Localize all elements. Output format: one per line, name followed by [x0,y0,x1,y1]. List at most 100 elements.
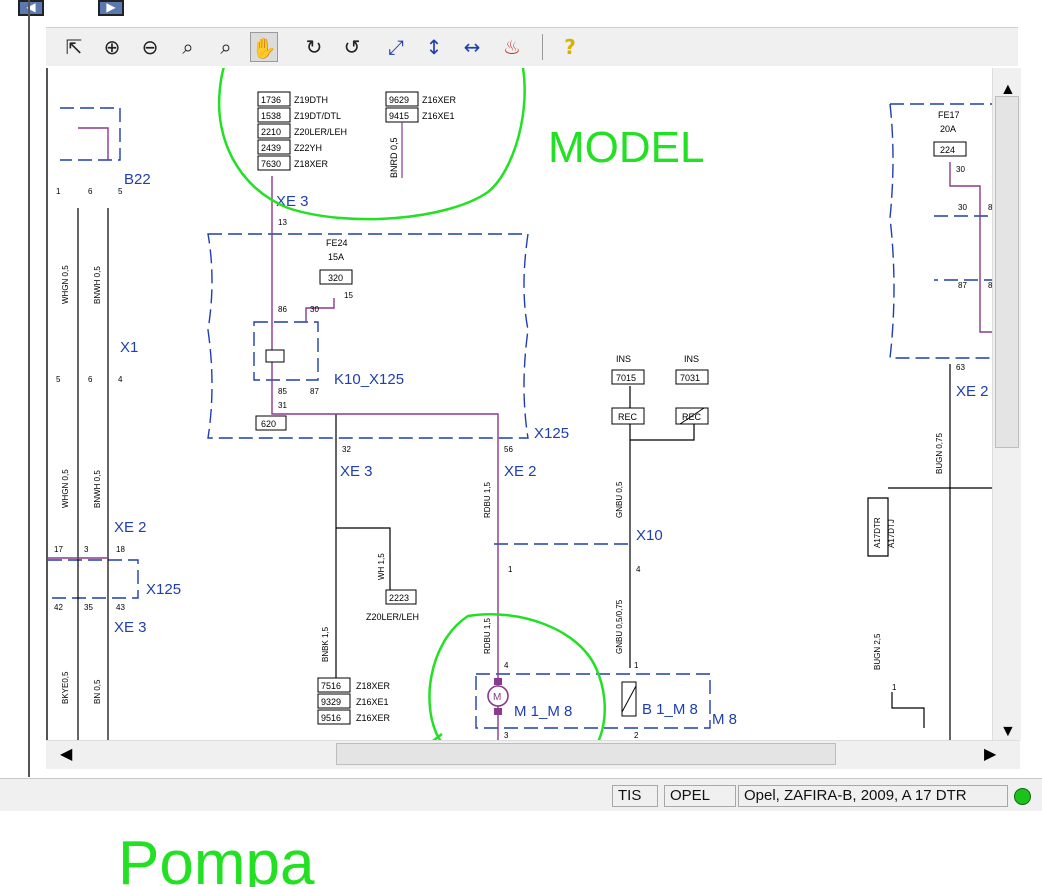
wire-label: BUGN 0,75 [935,433,944,474]
forward-arrow-button[interactable]: ▶ [98,0,124,16]
connector-label-xe3-top: XE 3 [276,193,309,210]
box-620-value: 620 [261,419,276,429]
motor-symbol [487,685,509,707]
model-code: 1736 [261,95,281,105]
status-source: TIS [612,785,658,807]
connector-label-xe2-left: XE 2 [114,519,147,536]
model-code: 2439 [261,143,281,153]
motor-letter: M [493,692,501,703]
wire-purple-b22 [78,127,109,160]
wire-gnbu-rec [630,424,695,441]
rec-label-2: REC [682,412,702,422]
fit-height-icon[interactable]: ↕ [425,35,443,59]
wire-label: GNBU 0,5/0,75 [615,599,624,654]
wire-label: BNWH 0,5 [93,266,102,304]
model-engine: Z20LER/LEH [294,127,347,137]
highlight-icon[interactable]: ♨ [503,35,521,59]
wire-label: GNBU 0,5 [615,481,624,518]
scroll-right-icon[interactable]: ▶ [984,746,997,763]
status-bar: TIS OPEL Opel, ZAFIRA-B, 2009, A 17 DTR [0,778,1042,811]
pin: 31 [278,401,287,410]
arrow-left-icon: ◀ [26,0,36,14]
pin: 17 [54,545,63,554]
zoom-out-icon[interactable]: ⊖ [141,35,159,59]
wire-label-bnrd: BNRD 0,5 [389,137,399,178]
scroll-left-icon[interactable]: ◀ [60,746,73,763]
pan-hand-icon[interactable]: ✋ [250,32,278,62]
wire-purple-fuse [305,298,335,322]
model-engine: Z19DT/DTL [294,111,341,121]
relay-dashed-outline [253,321,319,381]
bottom-code: 9516 [321,713,341,723]
pin: 30 [956,165,965,174]
model-table-left [257,91,291,171]
rotate-right-icon[interactable]: ↻ [305,35,323,59]
scroll-up-icon[interactable]: ▲ [1000,81,1016,98]
bottom-engine: Z16XE1 [356,697,389,707]
model-engine: Z16XER [422,95,457,105]
pin: 87 [310,387,319,396]
pin: 1 [508,565,513,574]
wire-purple-right [949,162,994,333]
model-code: 2210 [261,127,281,137]
annotation-model: MODEL [548,123,704,172]
annotation-pompa: Pompa [118,829,315,887]
connector-label-xe3-mid: XE 3 [340,463,373,480]
horizontal-scrollbar[interactable]: ◀ ▶ [46,740,1020,769]
zoom-icon[interactable]: ⌕ [182,35,194,59]
fuse-fe24-amp: 15A [328,252,344,262]
back-arrow-button[interactable]: ◀ [18,0,44,16]
wire-label: BN 0,5 [93,679,102,704]
pin: 3 [504,731,509,740]
model-engine: Z18XER [294,159,329,169]
pin: 2 [634,731,639,740]
box-rec-1 [611,407,645,425]
pin: 6 [88,187,93,196]
fuse-fe17-label: FE17 [938,110,960,120]
pin: 18 [116,545,125,554]
ins-label-2: INS [684,354,699,364]
zoom-in-icon[interactable]: ⊕ [103,35,121,59]
help-icon[interactable]: ? [564,35,576,59]
wire-label: WH 1,5 [377,553,386,580]
wire-label: BNBK 1,5 [321,626,330,662]
fit-window-icon[interactable]: ⤢ [388,35,404,59]
vertical-scroll-thumb[interactable] [995,96,1019,448]
status-brand: OPEL [664,785,736,807]
arrow-right-icon: ▶ [106,0,116,14]
right-relay-dashed [934,215,994,281]
model-engine: Z22YH [294,143,322,153]
bottom-code: 9329 [321,697,341,707]
sensor-label: B 1_M 8 [642,701,698,718]
scroll-down-icon[interactable]: ▼ [1000,723,1016,740]
zoom-area-icon[interactable]: ⌕ [220,35,232,59]
connector-label-x125: X125 [534,425,569,442]
pin: 5 [56,375,61,384]
box-7015-value: 7015 [616,373,636,383]
select-arrow-icon[interactable]: ⇱ [65,35,83,59]
pin: 8 [988,281,993,290]
model-code: 9415 [389,111,409,121]
pin: 5 [118,187,123,196]
toolbar: ⇱ ⊕ ⊖ ⌕ ⌕ ✋ ↻ ↺ ⤢ ↕ ↔ ♨ ? [46,27,1018,66]
pin: 30 [958,203,967,212]
pin: 4 [636,565,641,574]
rotate-left-icon[interactable]: ↺ [343,35,361,59]
fit-width-icon[interactable]: ↔ [463,35,481,59]
connector-label-x10: X10 [636,527,663,544]
wire-label: BUGN 2,5 [873,633,882,670]
fuse-fe24-value: 320 [328,273,343,283]
wire-pin1-right [891,692,925,728]
pin: 56 [504,445,513,454]
wire-label: BKYE0,5 [61,671,70,704]
right-dashed-outline [889,103,994,359]
box-7031 [675,369,709,385]
horizontal-scroll-thumb[interactable] [336,743,836,765]
model-circle [217,68,526,221]
status-vehicle: Opel, ZAFIRA-B, 2009, A 17 DTR [738,785,1008,807]
pin: 4 [504,661,509,670]
fuse-fe24-label: FE24 [326,238,348,248]
pin: 87 [958,281,967,290]
vertical-scrollbar[interactable]: ▲ ▼ [992,68,1021,740]
